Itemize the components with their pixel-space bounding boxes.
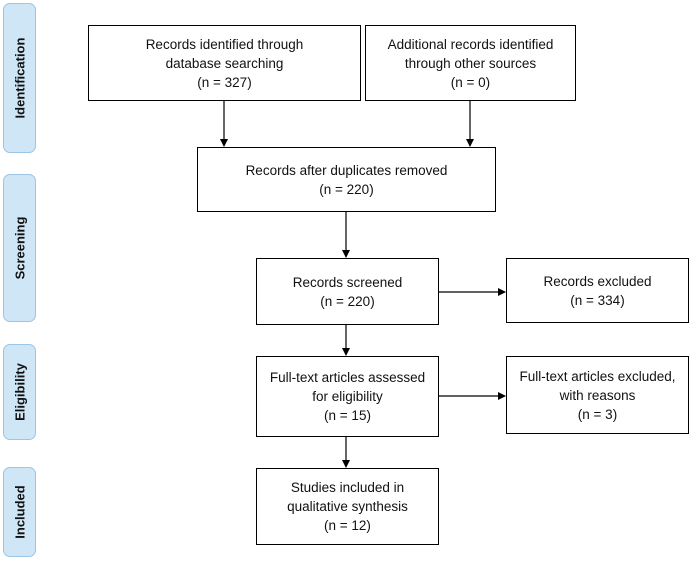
box-line: Records excluded [543, 273, 652, 289]
box-fulltext-excluded: Full-text articles excluded, with reason… [506, 356, 689, 434]
box-count: (n = 12) [324, 518, 371, 533]
box-records-screened: Records screened (n = 220) [256, 258, 439, 325]
box-line: database searching [165, 55, 284, 71]
stage-screening-label: Screening [12, 216, 27, 280]
stage-screening: Screening [3, 174, 36, 322]
box-count: (n = 334) [570, 292, 625, 308]
box-duplicates-removed: Records after duplicates removed (n = 22… [197, 147, 496, 212]
box-count: (n = 15) [324, 408, 371, 423]
box-line: Records identified through [145, 36, 304, 52]
box-line: Additional records identified [387, 36, 554, 52]
box-line: through other sources [404, 55, 537, 71]
stage-eligibility-label: Eligibility [12, 363, 27, 421]
box-studies-included: Studies included in qualitative synthesi… [256, 468, 439, 545]
box-line: Records screened [292, 274, 403, 290]
box-count: (n = 220) [320, 293, 375, 309]
box-line: Studies included in [290, 480, 405, 495]
stage-eligibility: Eligibility [3, 344, 36, 440]
box-count: (n = 3) [577, 406, 618, 422]
box-line: with reasons [559, 387, 636, 403]
box-fulltext-assessed: Full-text articles assessed for eligibil… [256, 356, 439, 437]
stage-identification-label: Identification [12, 37, 27, 119]
box-line: Full-text articles excluded, [519, 368, 676, 384]
box-line: Full-text articles assessed [269, 370, 426, 385]
stage-identification: Identification [3, 3, 36, 153]
box-count: (n = 220) [319, 181, 374, 197]
stage-included: Included [3, 467, 36, 557]
box-line: Records after duplicates removed [245, 162, 448, 178]
box-database-records: Records identified through database sear… [88, 25, 361, 101]
box-count: (n = 0) [450, 74, 491, 90]
stage-included-label: Included [12, 485, 27, 539]
box-other-sources: Additional records identified through ot… [365, 25, 576, 101]
box-records-excluded: Records excluded (n = 334) [506, 258, 689, 323]
box-count: (n = 327) [197, 74, 252, 90]
box-line: for eligibility [312, 389, 383, 404]
box-line: qualitative synthesis [287, 499, 408, 514]
